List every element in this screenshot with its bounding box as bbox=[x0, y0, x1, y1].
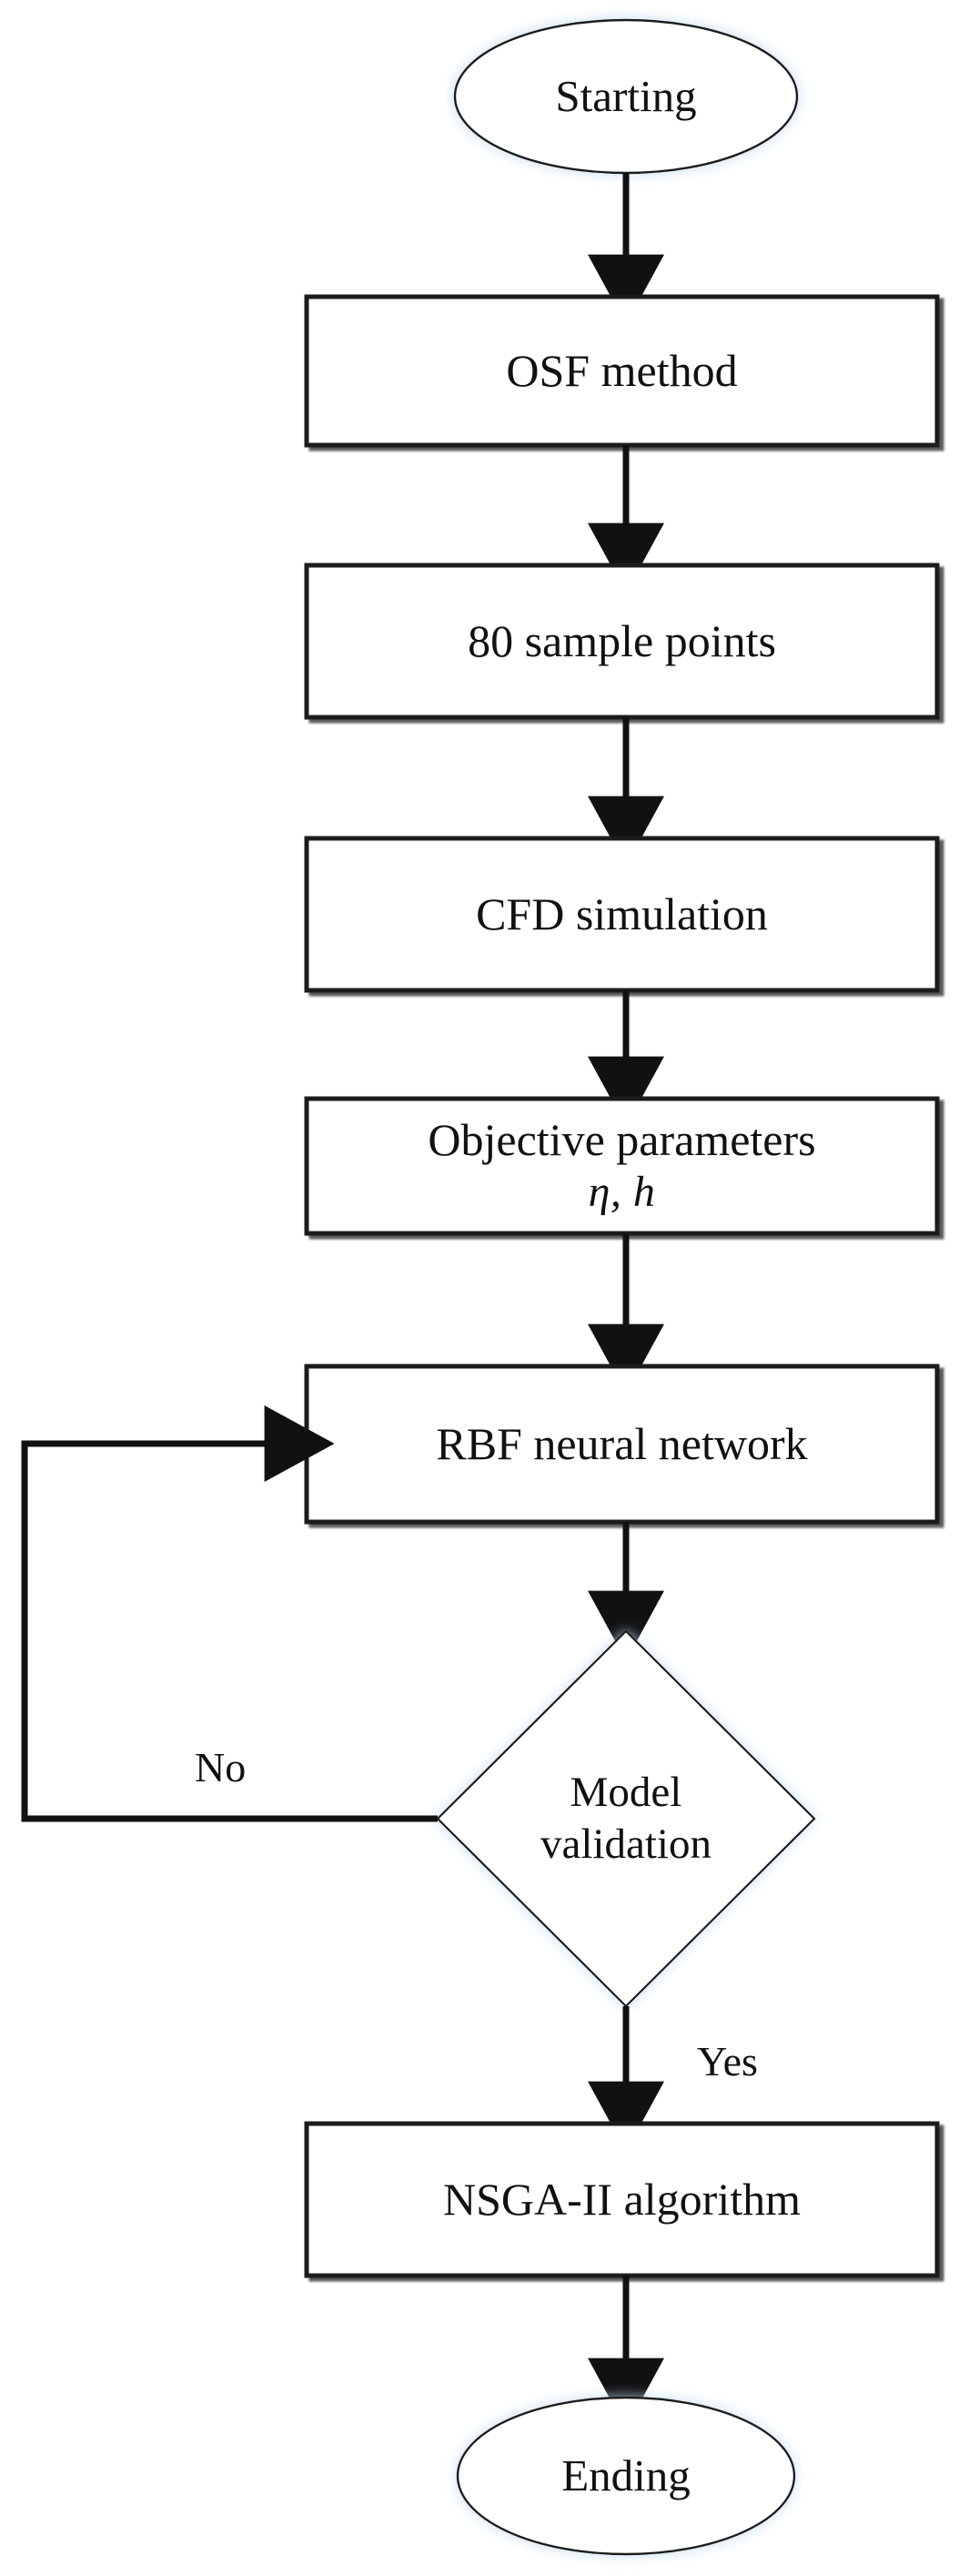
node-start-shape bbox=[453, 18, 799, 175]
node-nsga-shape bbox=[304, 2121, 940, 2278]
node-osf-shape bbox=[304, 294, 940, 448]
edge-label-yes: Yes bbox=[697, 2038, 758, 2084]
node-rbf-shape bbox=[304, 1364, 940, 1525]
edge-validation-no-feedback bbox=[21, 1405, 438, 1822]
node-end-shape bbox=[456, 2396, 796, 2556]
node-samples-shape bbox=[304, 563, 940, 720]
node-cfd-shape bbox=[304, 836, 940, 993]
node-validation-shape bbox=[436, 1629, 816, 2008]
edge-label-no: No bbox=[195, 1744, 247, 1790]
node-objective-shape bbox=[304, 1096, 940, 1236]
